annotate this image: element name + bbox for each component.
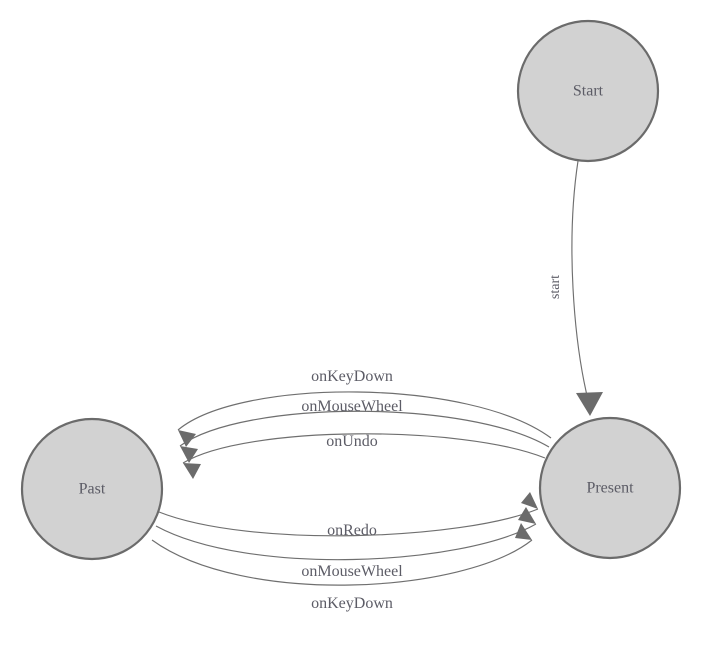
edge-onmousewheel-undo-path bbox=[179, 410, 550, 448]
edge-start-arrowhead bbox=[576, 392, 603, 416]
edge-onkeydown-redo[interactable]: onKeyDown bbox=[151, 523, 533, 612]
edge-onkeydown-undo-path bbox=[177, 391, 552, 439]
edge-onredo-arrowhead bbox=[521, 492, 538, 509]
edge-onredo-path bbox=[158, 508, 539, 537]
edge-onkeydown-redo-arrowhead bbox=[515, 523, 532, 540]
edge-onundo-path bbox=[182, 433, 546, 464]
edge-label-onmousewheel-undo: onMouseWheel bbox=[301, 398, 403, 415]
edge-label-start: start bbox=[548, 275, 563, 299]
node-present-circle bbox=[538, 416, 682, 560]
edge-onundo[interactable]: onUndo bbox=[182, 433, 546, 479]
edge-onmousewheel-redo-path bbox=[155, 523, 537, 561]
edge-onmousewheel-redo[interactable]: onMouseWheel bbox=[155, 507, 537, 580]
node-present-label: Present bbox=[586, 480, 634, 497]
node-past-label: Past bbox=[79, 481, 106, 498]
node-past-circle bbox=[20, 417, 164, 561]
edge-start[interactable]: start bbox=[548, 160, 603, 416]
edge-start-path bbox=[571, 160, 590, 405]
edge-label-onkeydown-redo: onKeyDown bbox=[311, 595, 393, 612]
edge-onredo[interactable]: onRedo bbox=[158, 492, 539, 539]
edge-onmousewheel-redo-arrowhead bbox=[518, 507, 536, 524]
node-start-label: Start bbox=[573, 83, 604, 100]
node-past[interactable]: Past bbox=[20, 417, 164, 561]
edge-onmousewheel-undo[interactable]: onMouseWheel bbox=[179, 398, 550, 463]
edge-onkeydown-undo[interactable]: onKeyDown bbox=[177, 368, 552, 447]
edge-onkeydown-undo-arrowhead bbox=[178, 430, 196, 447]
edge-label-onkeydown-undo: onKeyDown bbox=[311, 368, 393, 385]
node-start-circle bbox=[516, 19, 660, 163]
node-present[interactable]: Present bbox=[538, 416, 682, 560]
node-start[interactable]: Start bbox=[516, 19, 660, 163]
edge-onundo-arrowhead bbox=[183, 463, 201, 479]
edge-onkeydown-redo-path bbox=[151, 539, 533, 586]
edge-onmousewheel-undo-arrowhead bbox=[180, 446, 198, 463]
edge-label-onundo: onUndo bbox=[326, 433, 378, 450]
edge-label-onredo: onRedo bbox=[327, 522, 377, 539]
edge-label-onmousewheel-redo: onMouseWheel bbox=[301, 563, 403, 580]
